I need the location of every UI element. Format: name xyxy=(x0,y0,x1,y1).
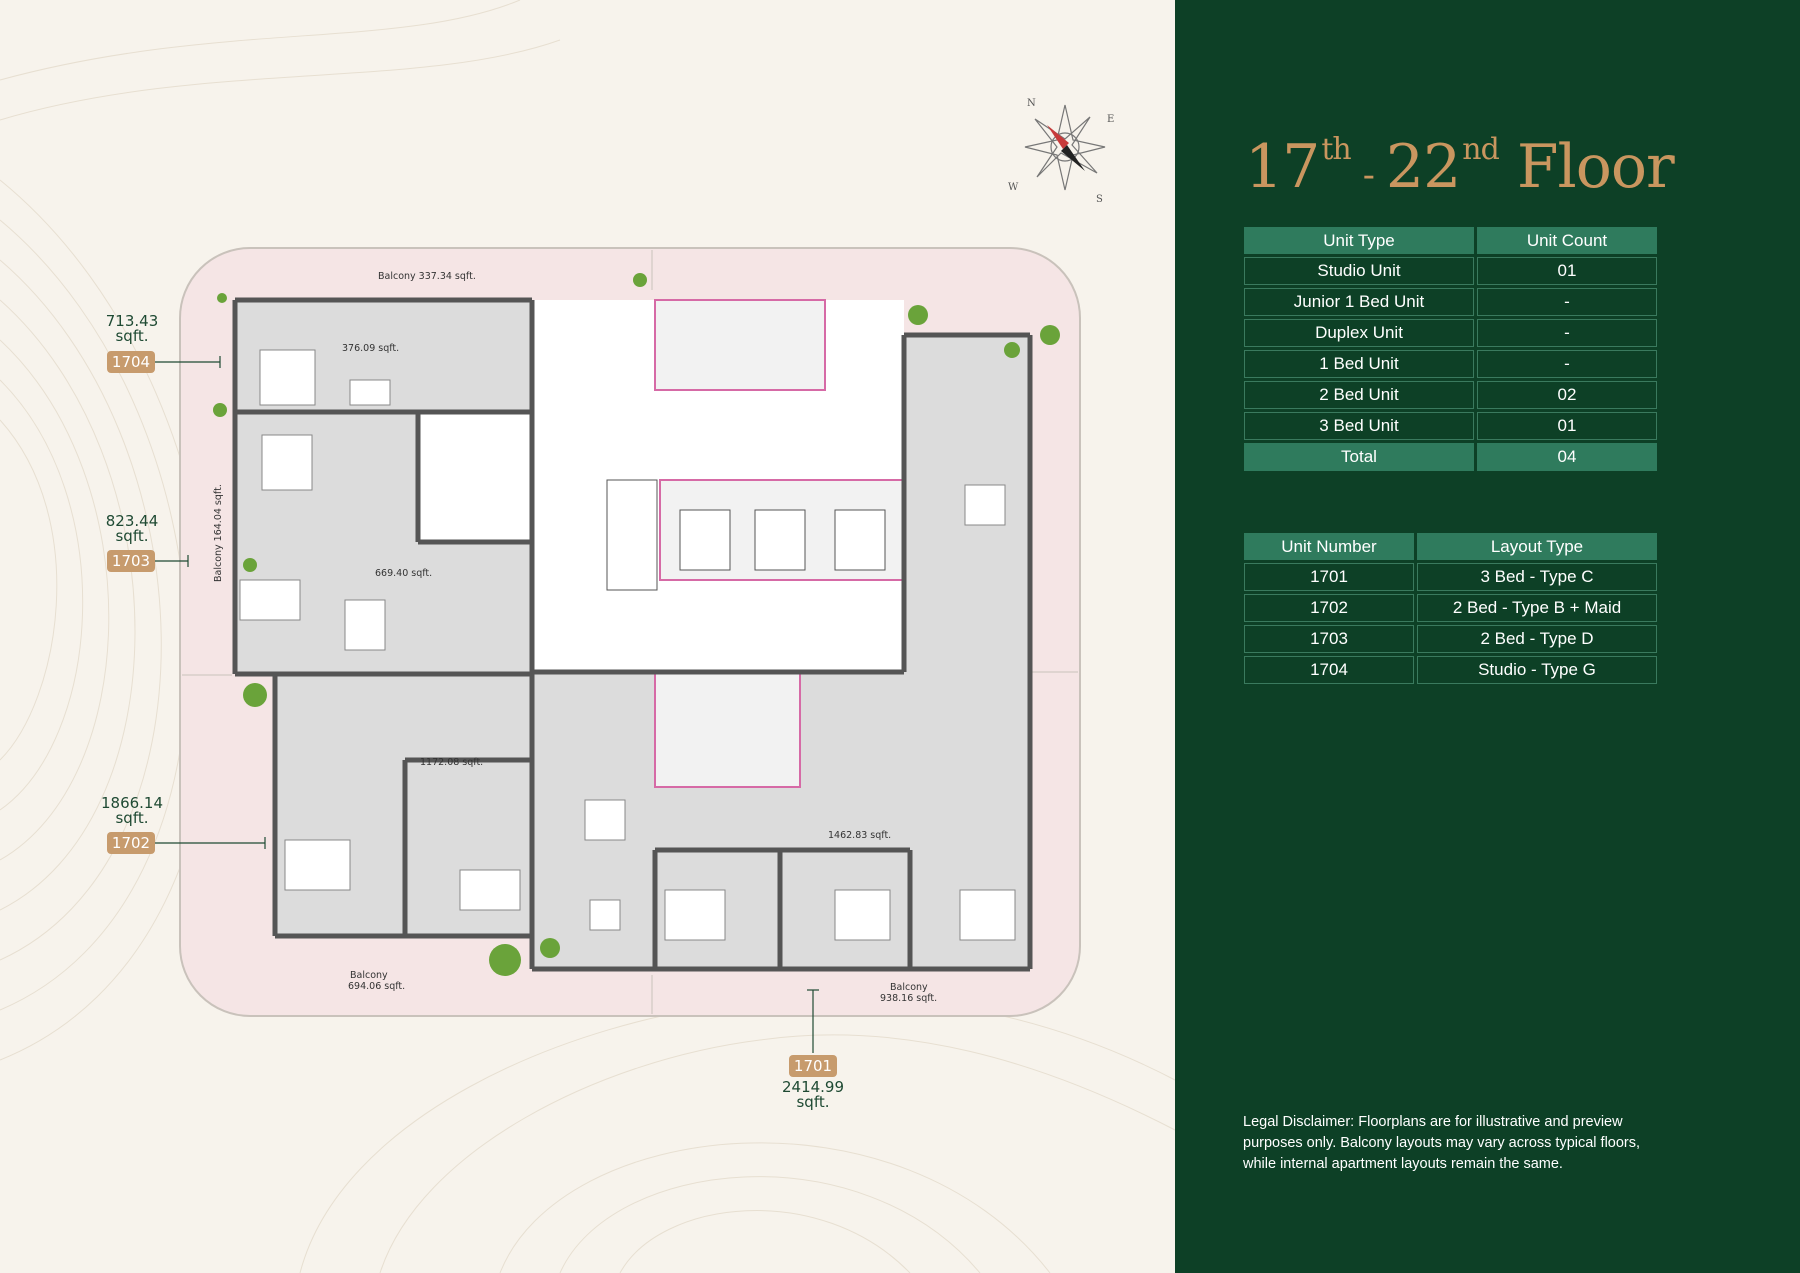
unit-1703-area-unit: sqft. xyxy=(115,527,149,545)
total-label: Total xyxy=(1244,443,1474,471)
table-cell: 01 xyxy=(1477,412,1657,440)
compass-icon: N E S W xyxy=(1008,98,1114,205)
floor-plan-drawing: Balcony 337.34 sqft. 376.09 sqft. 669.40… xyxy=(155,247,1081,1053)
table-cell: 2 Bed Unit xyxy=(1244,381,1474,409)
table-cell: Duplex Unit xyxy=(1244,319,1474,347)
unit-1703-badge[interactable]: 1703 xyxy=(107,550,155,572)
unit-1701-room-area: 1462.83 sqft. xyxy=(828,830,891,841)
column-header-unit-number: Unit Number xyxy=(1244,533,1414,560)
title-start-floor: 17 xyxy=(1245,132,1320,202)
balcony-top-label: Balcony 337.34 sqft. xyxy=(378,271,476,282)
table-cell: 3 Bed - Type C xyxy=(1417,563,1657,591)
unit-1701-badge[interactable]: 1701 xyxy=(789,1055,837,1077)
table-row: 1702 2 Bed - Type B + Maid xyxy=(1244,594,1657,622)
unit-1704-badge[interactable]: 1704 xyxy=(107,351,155,373)
title-end-floor: 22 xyxy=(1385,132,1461,202)
table-row: Studio Unit 01 xyxy=(1244,257,1657,285)
balcony-bottom-right-area: 938.16 sqft. xyxy=(880,993,937,1004)
total-row: Total 04 xyxy=(1244,443,1657,471)
table-row: 1 Bed Unit - xyxy=(1244,350,1657,378)
unit-1702-badge[interactable]: 1702 xyxy=(107,832,155,854)
table-cell: 1702 xyxy=(1244,594,1414,622)
unit-1701-area-value: 2414.99 xyxy=(781,1078,845,1096)
total-value: 04 xyxy=(1477,443,1657,471)
column-header-layout-type: Layout Type xyxy=(1417,533,1657,560)
disclaimer-text: Floorplans are for illustrative and prev… xyxy=(1243,1114,1641,1172)
unit-1703-area-label: 823.44 sqft. xyxy=(92,514,172,544)
table-cell: 2 Bed - Type B + Maid xyxy=(1417,594,1657,622)
unit-1702-area-label: 1866.14 sqft. xyxy=(92,796,172,826)
compass-north: N xyxy=(1027,98,1036,109)
title-dash: - xyxy=(1362,155,1375,196)
table-row: 1704 Studio - Type G xyxy=(1244,656,1657,684)
table-cell: Studio - Type G xyxy=(1417,656,1657,684)
column-header-unit-count: Unit Count xyxy=(1477,227,1657,254)
balcony-bottom-left-area: 694.06 sqft. xyxy=(348,981,405,992)
balcony-bottom-left-label: Balcony xyxy=(350,970,388,981)
table-cell: - xyxy=(1477,319,1657,347)
table-cell: 01 xyxy=(1477,257,1657,285)
table-cell: - xyxy=(1477,288,1657,316)
unit-1702-room-area: 1172.08 sqft. xyxy=(420,757,483,768)
table-cell: Studio Unit xyxy=(1244,257,1474,285)
unit-1702-area-unit: sqft. xyxy=(115,809,149,827)
compass-south: S xyxy=(1096,194,1103,205)
unit-1702-area-value: 1866.14 xyxy=(100,794,164,812)
table-cell: 3 Bed Unit xyxy=(1244,412,1474,440)
balcony-bottom-right-label: Balcony xyxy=(890,982,928,993)
floorplan-panel: Balcony 337.34 sqft. 376.09 sqft. 669.40… xyxy=(0,0,1175,1273)
table-row: 1703 2 Bed - Type D xyxy=(1244,625,1657,653)
column-header-unit-type: Unit Type xyxy=(1244,227,1474,254)
unit-number-table: Unit Number Layout Type 1701 3 Bed - Typ… xyxy=(1241,530,1660,687)
table-cell: 1701 xyxy=(1244,563,1414,591)
compass-west: W xyxy=(1008,182,1019,193)
table-row: Junior 1 Bed Unit - xyxy=(1244,288,1657,316)
table-header-row: Unit Type Unit Count xyxy=(1244,227,1657,254)
unit-1701-area-unit: sqft. xyxy=(796,1093,830,1111)
table-cell: 1703 xyxy=(1244,625,1414,653)
unit-1703-area-value: 823.44 xyxy=(105,512,159,530)
table-cell: 2 Bed - Type D xyxy=(1417,625,1657,653)
unit-1704-area-label: 713.43 sqft. xyxy=(92,314,172,344)
disclaimer-label: Legal Disclaimer: xyxy=(1243,1114,1355,1130)
unit-1704-area-unit: sqft. xyxy=(115,327,149,345)
unit-1704-area-value: 713.43 xyxy=(105,312,159,330)
table-cell: 02 xyxy=(1477,381,1657,409)
compass-east: E xyxy=(1107,114,1114,125)
title-word: Floor xyxy=(1516,132,1675,202)
table-cell: - xyxy=(1477,350,1657,378)
table-header-row: Unit Number Layout Type xyxy=(1244,533,1657,560)
table-cell: Junior 1 Bed Unit xyxy=(1244,288,1474,316)
table-cell: 1704 xyxy=(1244,656,1414,684)
legal-disclaimer: Legal Disclaimer: Floorplans are for ill… xyxy=(1243,1112,1661,1175)
title-start-suffix: th xyxy=(1321,132,1351,167)
table-row: 1701 3 Bed - Type C xyxy=(1244,563,1657,591)
table-row: Duplex Unit - xyxy=(1244,319,1657,347)
table-row: 2 Bed Unit 02 xyxy=(1244,381,1657,409)
title-end-suffix: nd xyxy=(1462,132,1500,167)
unit-1704-room-area: 376.09 sqft. xyxy=(342,343,399,354)
balcony-left-label: Balcony 164.04 sqft. xyxy=(213,484,224,582)
unit-1701-area-label: 2414.99 sqft. xyxy=(773,1080,853,1110)
table-cell: 1 Bed Unit xyxy=(1244,350,1474,378)
table-row: 3 Bed Unit 01 xyxy=(1244,412,1657,440)
page-title: 17th-22nd Floor xyxy=(1245,110,1675,216)
unit-type-table: Unit Type Unit Count Studio Unit 01 Juni… xyxy=(1241,224,1660,474)
unit-1703-room-area: 669.40 sqft. xyxy=(375,568,432,579)
